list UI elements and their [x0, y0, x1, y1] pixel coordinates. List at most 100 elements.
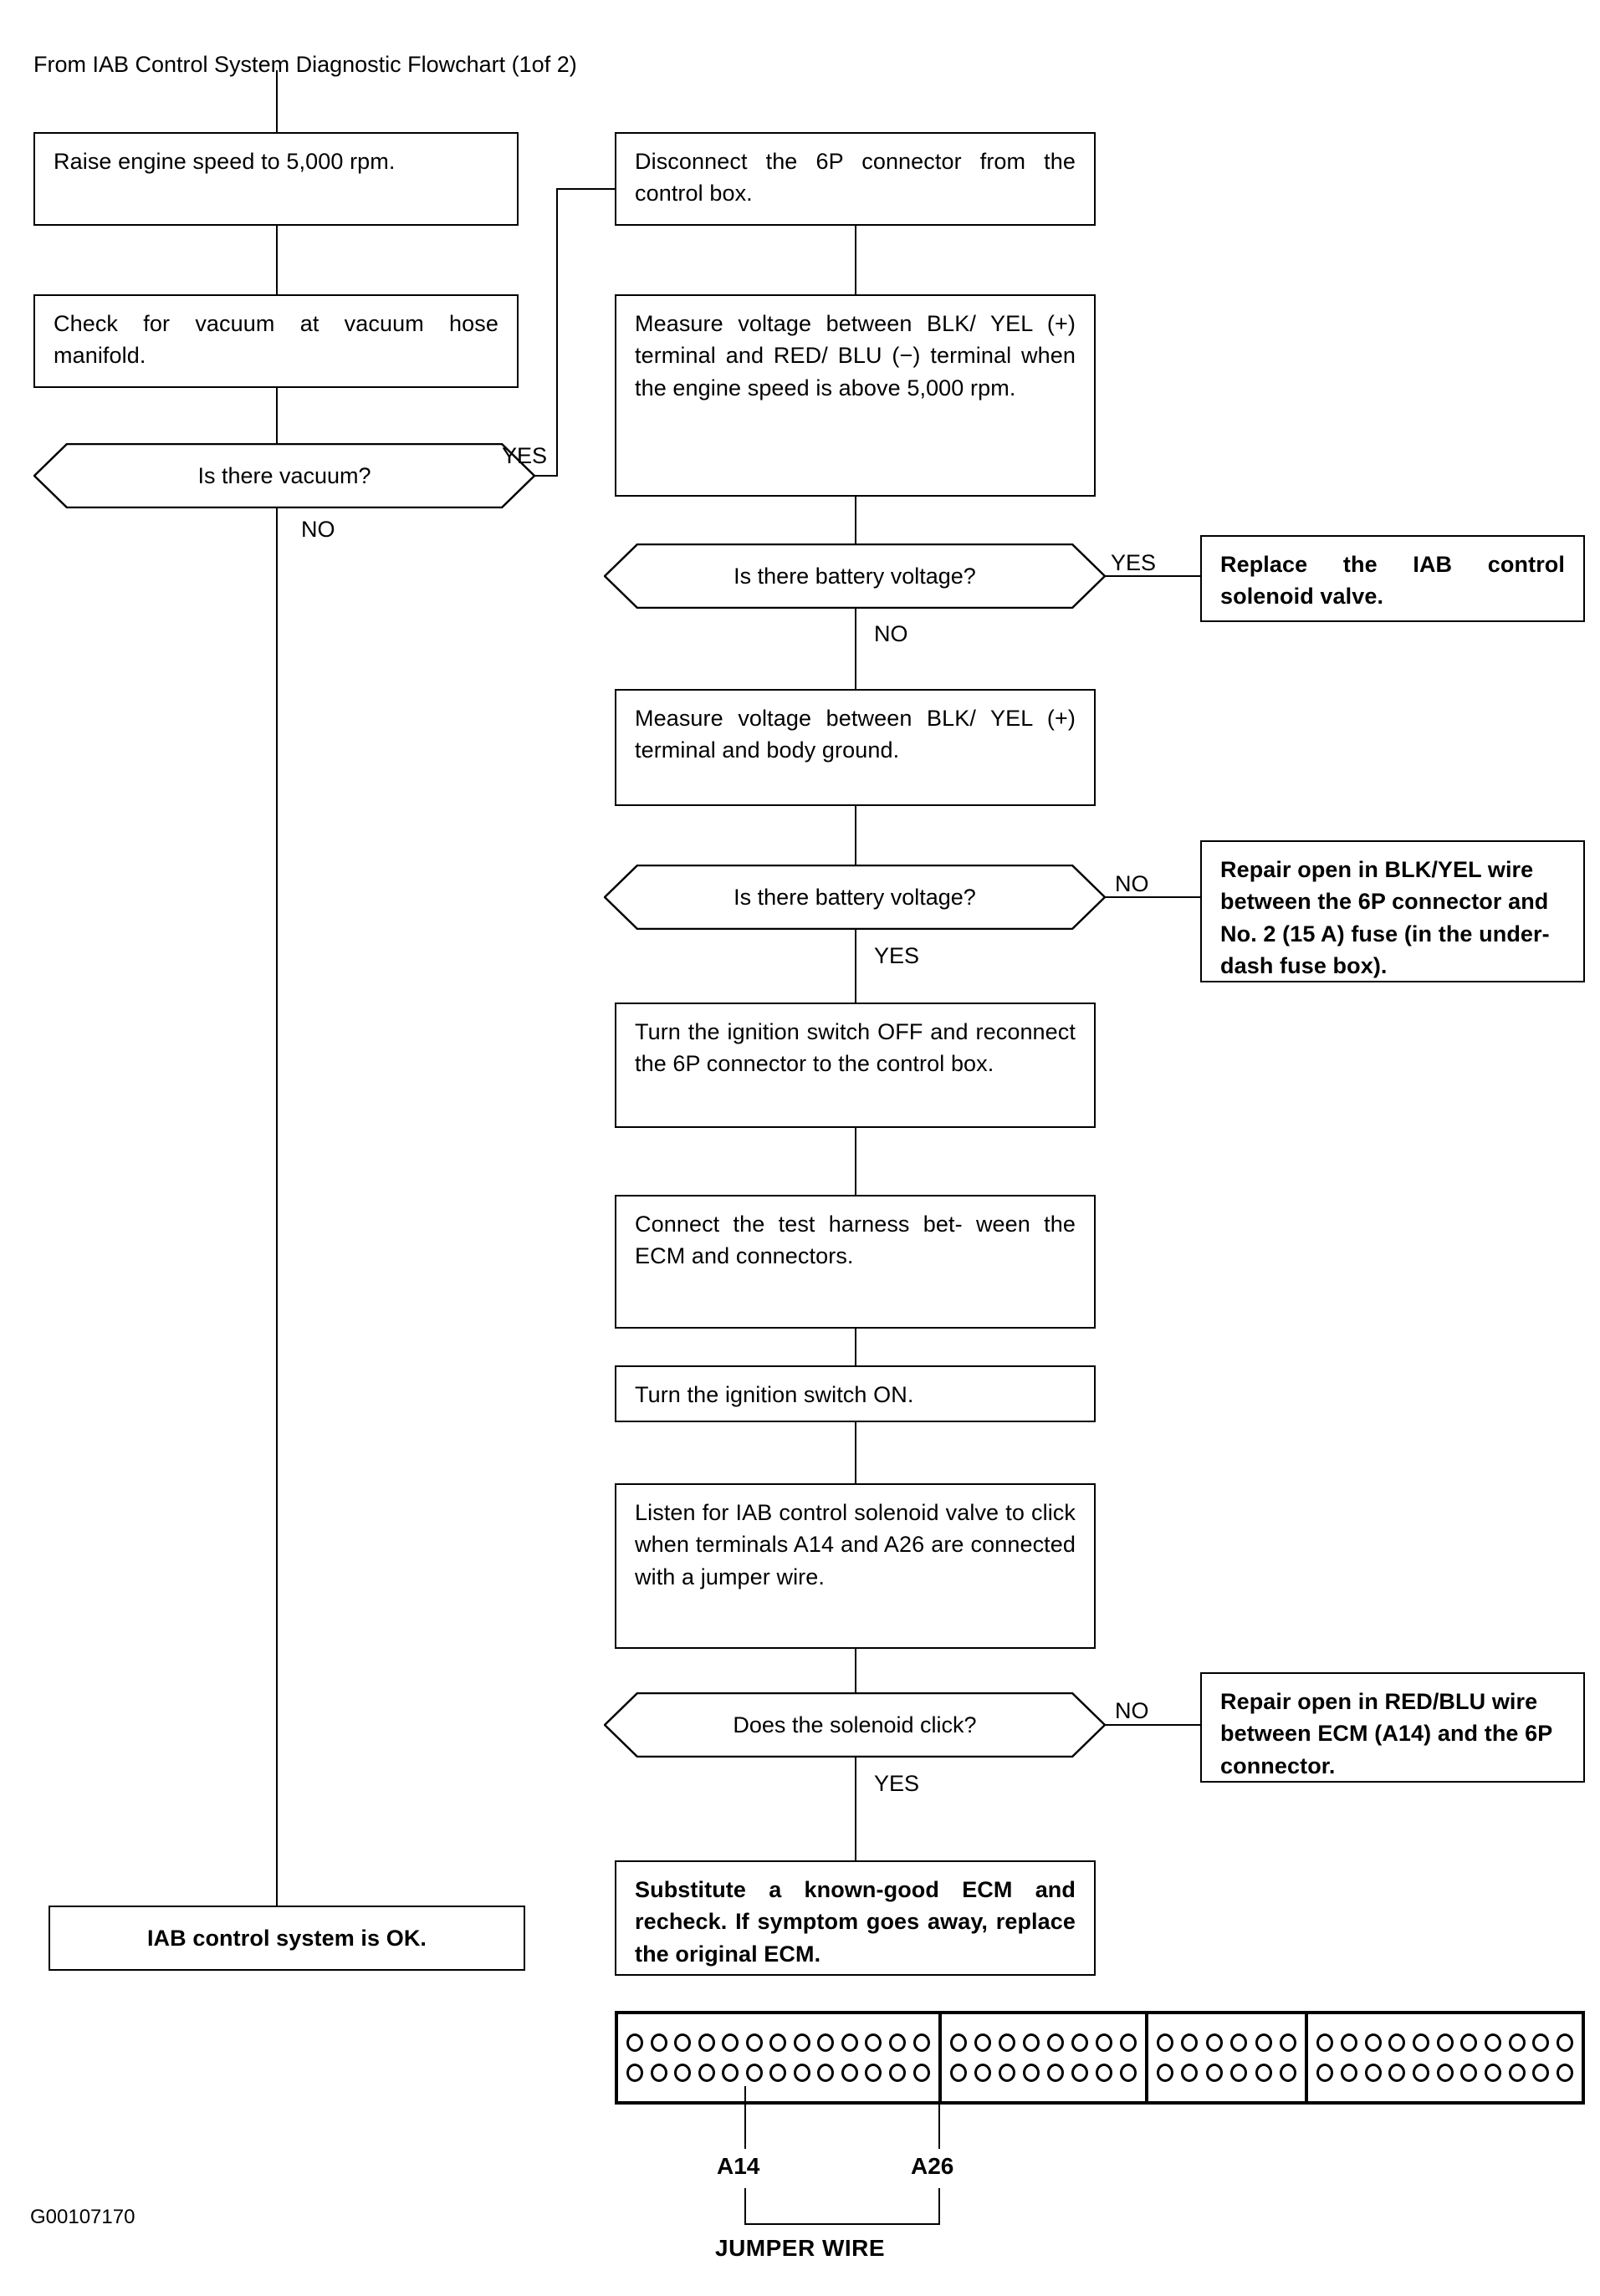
leader-line-a26 [938, 2086, 940, 2149]
ecm-pin [1181, 2033, 1199, 2052]
ecm-pin [626, 2064, 643, 2082]
outcome-substitute-ecm-text: Substitute a known-good ECM and recheck.… [635, 1877, 1076, 1967]
decision-is-there-vacuum-text: Is there vacuum? [197, 462, 371, 488]
ecm-pin [912, 2064, 930, 2082]
decision-is-there-vacuum: Is there vacuum? [33, 443, 535, 508]
branch-label-bv1-no: NO [874, 621, 908, 646]
ecm-pin [949, 2033, 967, 2052]
ecm-pin [650, 2064, 667, 2082]
outcome-repair-blkyel: Repair open in BLK/YEL wire between the … [1200, 840, 1585, 982]
ecm-pin [865, 2064, 882, 2082]
ecm-pin [1230, 2064, 1248, 2082]
ecm-section-1 [618, 2014, 942, 2101]
connector-vacuum-yes-h2 [556, 188, 616, 190]
connector-bv2-no-h [1105, 896, 1200, 898]
ecm-pin [1388, 2033, 1406, 2052]
ecm-pin [1436, 2033, 1454, 2052]
pin-label-a14: A14 [717, 2153, 760, 2179]
ecm-pin [1095, 2033, 1112, 2052]
outcome-repair-blkyel-text: Repair open in BLK/YEL wire between the … [1220, 857, 1550, 978]
ecm-pin [817, 2033, 835, 2052]
ecm-pin [650, 2033, 667, 2052]
ecm-pin [1412, 2064, 1429, 2082]
ecm-pin [1484, 2064, 1501, 2082]
connector-ignon-to-listen [855, 1422, 856, 1483]
outcome-replace-solenoid-text: Replace the IAB control solenoid valve. [1220, 552, 1565, 610]
connector-check-vacuum-to-decision [276, 388, 278, 443]
step-raise-engine-speed-text: Raise engine speed to 5,000 rpm. [54, 149, 396, 174]
step-listen-solenoid: Listen for IAB control solenoid valve to… [615, 1483, 1096, 1649]
connector-measure2-to-bv2 [855, 806, 856, 865]
decision-battery-voltage-2-text: Is there battery voltage? [734, 884, 976, 910]
connector-raise-speed-to-check-vacuum [276, 226, 278, 294]
ecm-pin [1230, 2033, 1248, 2052]
page-title: From IAB Control System Diagnostic Flowc… [33, 52, 577, 77]
ecm-pin [998, 2064, 1015, 2082]
step-ignition-on-text: Turn the ignition switch ON. [635, 1382, 914, 1407]
ecm-pin [1156, 2033, 1173, 2052]
connector-measure1-to-bv1 [855, 497, 856, 543]
jumper-wire-caption: JUMPER WIRE [715, 2235, 886, 2261]
ecm-connector-body [615, 2011, 1585, 2105]
ecm-pin [974, 2033, 991, 2052]
connector-disconnect-to-measure1 [855, 226, 856, 294]
ecm-pin [1280, 2033, 1297, 2052]
ecm-pin [745, 2064, 763, 2082]
step-disconnect-6p: Disconnect the 6P connector from the con… [615, 132, 1096, 226]
ecm-pin [1119, 2064, 1137, 2082]
branch-label-bv2-no: NO [1115, 871, 1149, 896]
ecm-pin [1364, 2033, 1382, 2052]
connector-vacuum-yes-h1 [534, 475, 558, 477]
ecm-pin [949, 2064, 967, 2082]
ecm-pin [1181, 2064, 1199, 2082]
ecm-pin [1255, 2064, 1272, 2082]
decision-solenoid-click-text: Does the solenoid click? [733, 1712, 977, 1737]
figure-id-code: G00107170 [30, 2206, 135, 2228]
outcome-repair-redblu: Repair open in RED/BLU wire between ECM … [1200, 1672, 1585, 1783]
connector-harness-to-ignon [855, 1329, 856, 1365]
step-measure-blkyel-redblu: Measure voltage between BLK/ YEL (+) ter… [615, 294, 1096, 497]
branch-label-click-yes: YES [874, 1771, 920, 1796]
ecm-pin [1046, 2033, 1064, 2052]
step-connect-test-harness-text: Connect the test harness bet- ween the E… [635, 1212, 1076, 1269]
ecm-connector-diagram: A14 A26 JUMPER WIRE [615, 2011, 1585, 2278]
ecm-pin [865, 2033, 882, 2052]
outcome-system-ok: IAB control system is OK. [49, 1906, 525, 1971]
step-ignition-off-reconnect-text: Turn the ignition switch OFF and reconne… [635, 1019, 1076, 1077]
ecm-pin-row [1316, 2064, 1573, 2082]
ecm-pin-row [1156, 2064, 1297, 2082]
ecm-pin [1412, 2033, 1429, 2052]
ecm-pin [1388, 2064, 1406, 2082]
outcome-system-ok-text: IAB control system is OK. [146, 1925, 427, 1951]
outcome-replace-solenoid: Replace the IAB control solenoid valve. [1200, 535, 1585, 622]
outcome-repair-redblu-text: Repair open in RED/BLU wire between ECM … [1220, 1689, 1552, 1778]
ecm-pin [1532, 2033, 1550, 2052]
ecm-pin [722, 2033, 739, 2052]
step-disconnect-6p-text: Disconnect the 6P connector from the con… [635, 149, 1076, 207]
connector-click-no-h [1105, 1724, 1200, 1726]
decision-battery-voltage-1: Is there battery voltage? [604, 543, 1106, 609]
ecm-pin [1071, 2064, 1088, 2082]
ecm-pin [974, 2064, 991, 2082]
ecm-pin [1484, 2033, 1501, 2052]
ecm-pin [793, 2033, 810, 2052]
step-measure-blkyel-redblu-text: Measure voltage between BLK/ YEL (+) ter… [635, 311, 1076, 401]
ecm-pin [769, 2064, 787, 2082]
ecm-pin-row [949, 2033, 1137, 2052]
ecm-pin [1095, 2064, 1112, 2082]
ecm-section-4 [1308, 2014, 1582, 2101]
ecm-pin [793, 2064, 810, 2082]
ecm-pin [674, 2064, 692, 2082]
ecm-pin [1460, 2064, 1478, 2082]
outcome-substitute-ecm: Substitute a known-good ECM and recheck.… [615, 1860, 1096, 1976]
ecm-pin [1022, 2064, 1040, 2082]
ecm-section-2 [942, 2014, 1148, 2101]
ecm-pin [1316, 2033, 1334, 2052]
ecm-pin [1460, 2033, 1478, 2052]
ecm-pin [841, 2033, 858, 2052]
step-ignition-on: Turn the ignition switch ON. [615, 1365, 1096, 1422]
branch-label-vacuum-yes: YES [502, 443, 548, 468]
branch-label-click-no: NO [1115, 1698, 1149, 1723]
ecm-pin [1022, 2033, 1040, 2052]
connector-click-yes-v [855, 1757, 856, 1860]
